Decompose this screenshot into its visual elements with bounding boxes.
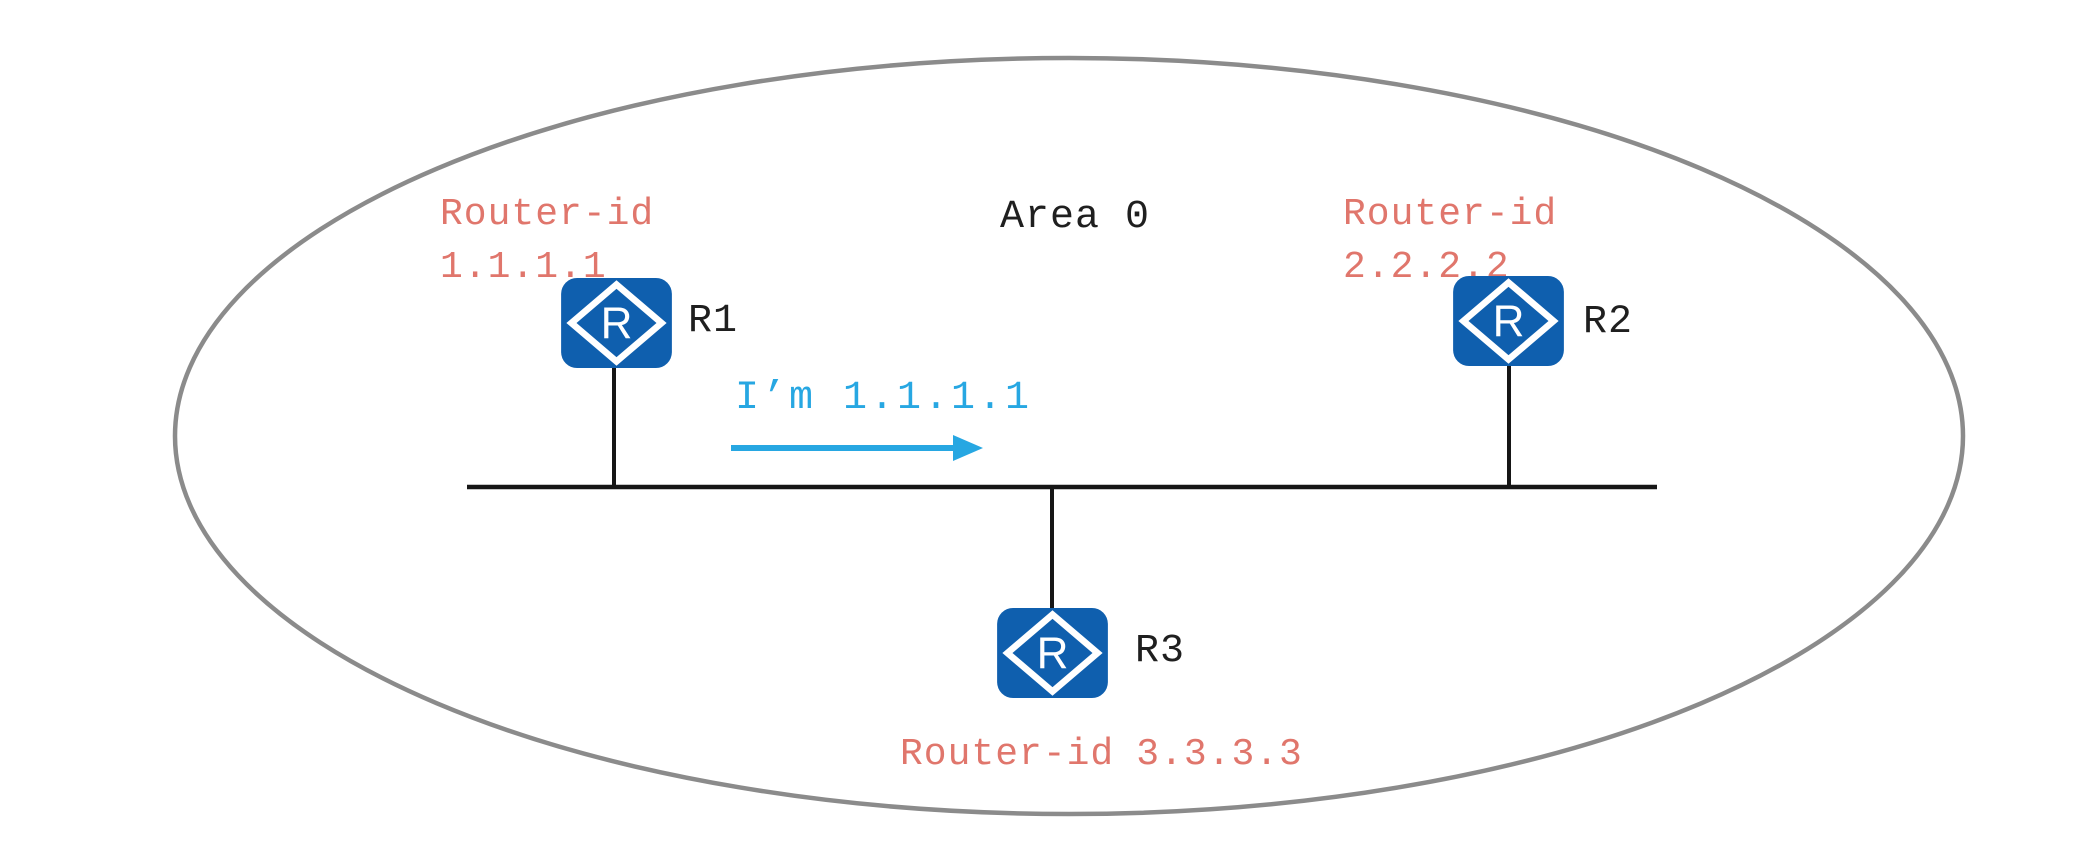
router-icon-r3: R: [996, 607, 1109, 699]
r2-router-id-label: Router-id 2.2.2.2: [1343, 188, 1557, 294]
area-boundary-ellipse: [172, 55, 1966, 817]
router-icon-r2: R: [1452, 275, 1565, 367]
router-icon-glyph: R: [1037, 629, 1069, 678]
router-icon-body: [997, 607, 1108, 699]
announce-arrow: [731, 435, 983, 461]
r3-name-label: R3: [1135, 629, 1186, 674]
router-icon-r1: R: [560, 277, 673, 369]
router-icon-diamond: [1458, 278, 1559, 364]
router-icon-glyph: R: [1493, 297, 1525, 346]
r1-router-id-line1: Router-id: [440, 193, 655, 236]
router-icon-body: [1453, 275, 1564, 367]
router-icon-diamond: [566, 280, 667, 366]
router-icon-glyph: R: [601, 299, 633, 348]
announcement-text: I’m 1.1.1.1: [735, 376, 1033, 421]
router-icon-diamond: [1002, 610, 1103, 696]
area-label: Area 0: [1000, 195, 1151, 240]
router-icon-body: [561, 277, 672, 369]
announce-arrowhead-icon: [953, 435, 983, 461]
r3-router-id-value: 3.3.3.3: [1136, 733, 1303, 776]
r3-router-id-key: Router-id: [900, 733, 1115, 776]
r2-name-label: R2: [1583, 300, 1634, 345]
r1-name-label: R1: [688, 299, 739, 344]
r2-router-id-line1: Router-id: [1343, 193, 1558, 236]
r1-router-id-label: Router-id 1.1.1.1: [440, 188, 654, 294]
r3-router-id-label: Router-id 3.3.3.3: [900, 733, 1303, 777]
